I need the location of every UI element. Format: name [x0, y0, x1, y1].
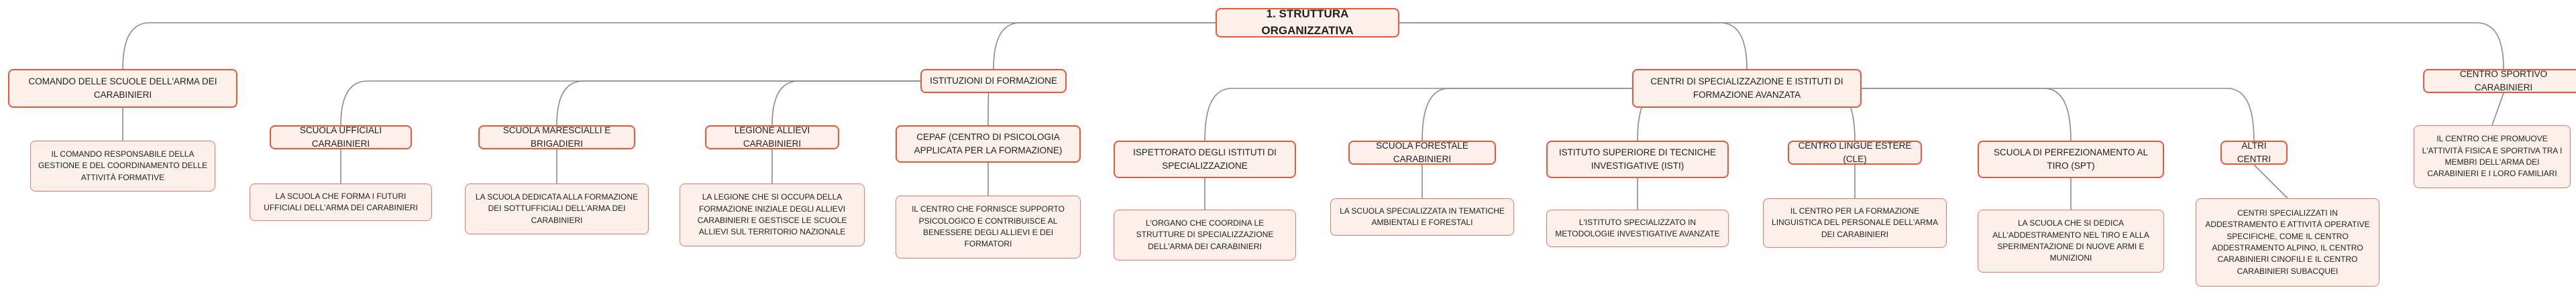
connector-n-cen1 — [1421, 88, 1747, 141]
node-cepaf[interactable]: CEPAF (CENTRO DI PSICOLOGIA APPLICATA PE… — [896, 125, 1081, 163]
node-altri-centri-label: ALTRI CENTRI — [2237, 141, 2271, 164]
connector-n-ist1 — [556, 80, 994, 126]
desc-scuola-tiro[interactable]: LA SCUOLA CHE SI DEDICA ALL'ADDESTRAMENT… — [1978, 210, 2164, 273]
desc-ispettorato[interactable]: L'ORGANO CHE COORDINA LE STRUTTURE DI SP… — [1114, 210, 1296, 261]
desc-cepaf[interactable]: IL CENTRO CHE FORNISCE SUPPORTO PSICOLOG… — [896, 196, 1081, 259]
desc-centro-sportivo-text: IL CENTRO CHE PROMUOVE L'ATTIVITÀ FISICA… — [2422, 134, 2563, 179]
connector-d-cen5 — [2253, 164, 2288, 199]
desc-scuola-marescialli[interactable]: LA SCUOLA DEDICATA ALLA FORMAZIONE DEI S… — [465, 183, 649, 234]
desc-legione-allievi[interactable]: LA LEGIONE CHE SI OCCUPA DELLA FORMAZION… — [680, 183, 865, 246]
node-scuola-forestale[interactable]: SCUOLA FORESTALE CARABINIERI — [1348, 141, 1496, 165]
node-centro-lingue-label: CENTRO LINGUE ESTERE (CLE) — [1798, 141, 1912, 164]
desc-scuola-ufficiali[interactable]: LA SCUOLA CHE FORMA I FUTURI UFFICIALI D… — [250, 183, 432, 221]
desc-centro-lingue-text: IL CENTRO PER LA FORMAZIONE LINGUISTICA … — [1772, 206, 1938, 239]
branch-sportivo-label: CENTRO SPORTIVO CARABINIERI — [2459, 69, 2548, 92]
desc-scuola-forestale[interactable]: LA SCUOLA SPECIALIZZATA IN TEMATICHE AMB… — [1330, 198, 1514, 236]
connector-n-istituzioni — [993, 22, 1307, 70]
connector-n-ist2 — [771, 80, 994, 126]
node-isti[interactable]: ISTITUTO SUPERIORE DI TECNICHE INVESTIGA… — [1546, 141, 1729, 178]
desc-legione-allievi-text: LA LEGIONE CHE SI OCCUPA DELLA FORMAZION… — [697, 192, 847, 237]
connector-n-comando — [122, 22, 1307, 70]
node-scuola-ufficiali[interactable]: SCUOLA UFFICIALI CARABINIERI — [270, 125, 412, 149]
desc-isti[interactable]: L'ISTITUTO SPECIALIZZATO IN METODOLOGIE … — [1546, 210, 1729, 247]
branch-comando-scuole[interactable]: COMANDO DELLE SCUOLE DELL'ARMA DEI CARAB… — [8, 69, 237, 108]
node-scuola-forestale-label: SCUOLA FORESTALE CARABINIERI — [1376, 141, 1468, 164]
node-scuola-ufficiali-label: SCUOLA UFFICIALI CARABINIERI — [299, 125, 382, 149]
node-scuola-marescialli-label: SCUOLA MARESCIALLI E BRIGADIERI — [502, 125, 611, 149]
desc-altri-centri-text: CENTRI SPECIALIZZATI IN ADDESTRAMENTO E … — [2205, 208, 2370, 276]
connector-n-ist0 — [340, 80, 994, 126]
desc-scuola-forestale-text: LA SCUOLA SPECIALIZZATA IN TEMATICHE AMB… — [1340, 206, 1505, 227]
branch-istituzioni-label: ISTITUZIONI DI FORMAZIONE — [930, 76, 1057, 86]
node-ispettorato-label: ISPETTORATO DEGLI ISTITUTI DI SPECIALIZZ… — [1133, 147, 1277, 171]
node-legione-allievi-label: LEGIONE ALLIEVI CARABINIERI — [734, 125, 810, 149]
node-scuola-tiro-label: SCUOLA DI PERFEZIONAMENTO AL TIRO (SPT) — [1993, 147, 2149, 171]
desc-comando-scuole[interactable]: IL COMANDO RESPONSABILE DELLA GESTIONE E… — [30, 141, 215, 192]
node-centro-lingue[interactable]: CENTRO LINGUE ESTERE (CLE) — [1788, 141, 1922, 165]
node-legione-allievi[interactable]: LEGIONE ALLIEVI CARABINIERI — [705, 125, 839, 149]
desc-scuola-ufficiali-text: LA SCUOLA CHE FORMA I FUTURI UFFICIALI D… — [264, 191, 418, 212]
desc-cepaf-text: IL CENTRO CHE FORNISCE SUPPORTO PSICOLOG… — [912, 204, 1065, 249]
desc-scuola-tiro-text: LA SCUOLA CHE SI DEDICA ALL'ADDESTRAMENT… — [1992, 218, 2149, 263]
root-label: 1. STRUTTURA ORGANIZZATIVA — [1261, 7, 1354, 37]
desc-ispettorato-text: L'ORGANO CHE COORDINA LE STRUTTURE DI SP… — [1136, 218, 1274, 251]
node-ispettorato[interactable]: ISPETTORATO DEGLI ISTITUTI DI SPECIALIZZ… — [1114, 141, 1296, 178]
desc-centro-lingue[interactable]: IL CENTRO PER LA FORMAZIONE LINGUISTICA … — [1763, 198, 1947, 248]
desc-comando-text: IL COMANDO RESPONSABILE DELLA GESTIONE E… — [38, 149, 208, 182]
node-scuola-marescialli[interactable]: SCUOLA MARESCIALLI E BRIGADIERI — [478, 125, 635, 149]
branch-comando-label: COMANDO DELLE SCUOLE DELL'ARMA DEI CARAB… — [28, 76, 217, 100]
node-altri-centri[interactable]: ALTRI CENTRI — [2220, 141, 2288, 165]
connector-n-cen0 — [1204, 88, 1747, 141]
root-node[interactable]: 1. STRUTTURA ORGANIZZATIVA — [1216, 7, 1399, 38]
branch-istituzioni-formazione[interactable]: ISTITUZIONI DI FORMAZIONE — [920, 69, 1067, 93]
connector-n-cen5 — [1747, 88, 2255, 141]
branch-centro-sportivo[interactable]: CENTRO SPORTIVO CARABINIERI — [2423, 69, 2576, 93]
node-cepaf-label: CEPAF (CENTRO DI PSICOLOGIA APPLICATA PE… — [914, 132, 1063, 155]
node-scuola-tiro[interactable]: SCUOLA DI PERFEZIONAMENTO AL TIRO (SPT) — [1978, 141, 2164, 178]
branch-centri-specializzazione[interactable]: CENTRI DI SPECIALIZZAZIONE E ISTITUTI DI… — [1632, 69, 1862, 108]
connector-d-sportivo — [2491, 92, 2504, 126]
desc-scuola-marescialli-text: LA SCUOLA DEDICATA ALLA FORMAZIONE DEI S… — [475, 192, 639, 225]
desc-centro-sportivo[interactable]: IL CENTRO CHE PROMUOVE L'ATTIVITÀ FISICA… — [2414, 125, 2571, 188]
branch-centri-label: CENTRI DI SPECIALIZZAZIONE E ISTITUTI DI… — [1650, 76, 1843, 100]
desc-altri-centri[interactable]: CENTRI SPECIALIZZATI IN ADDESTRAMENTO E … — [2196, 198, 2379, 287]
desc-isti-text: L'ISTITUTO SPECIALIZZATO IN METODOLOGIE … — [1555, 217, 1720, 238]
connector-n-sportivo — [1307, 22, 2504, 70]
node-isti-label: ISTITUTO SUPERIORE DI TECNICHE INVESTIGA… — [1558, 147, 1717, 171]
